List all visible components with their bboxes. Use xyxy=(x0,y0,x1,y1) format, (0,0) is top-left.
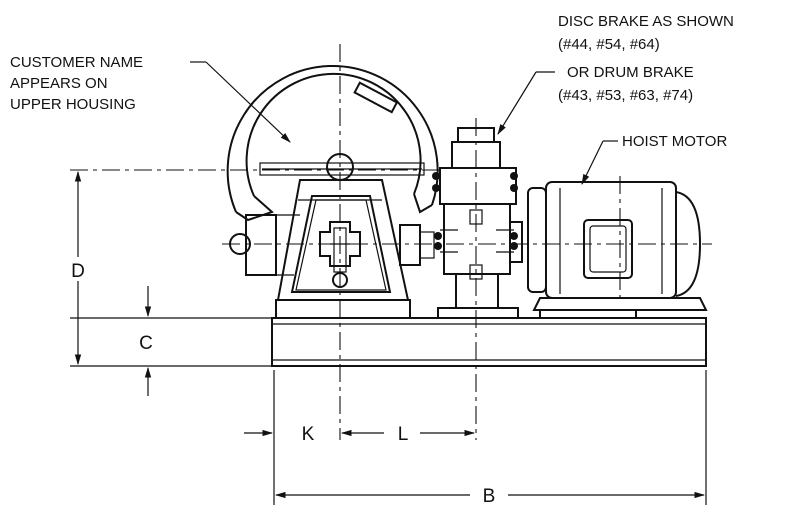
base-frame xyxy=(271,317,707,367)
dimension-d xyxy=(64,170,94,366)
customer-name-callout-line-2: APPEARS ON xyxy=(10,75,108,92)
customer-name-leader xyxy=(190,61,291,143)
brake-callout-line-4: (#43, #53, #63, #74) xyxy=(558,87,693,104)
brake-callout-line-2: (#44, #54, #64) xyxy=(558,36,660,53)
dimension-b-label: B xyxy=(483,486,496,507)
brake-callout-line-3: OR DRUM BRAKE xyxy=(567,64,694,81)
brake-leader xyxy=(497,71,555,135)
extension-lines xyxy=(70,317,707,505)
brake-callout-line-1: DISC BRAKE AS SHOWN xyxy=(558,13,734,30)
dimension-l-label: L xyxy=(398,424,409,445)
hoist-motor xyxy=(527,181,708,319)
dimension-k-label: K xyxy=(302,424,315,445)
hoist-motor-leader xyxy=(581,140,618,185)
dimension-c-label: C xyxy=(139,333,153,354)
center-lines xyxy=(70,44,712,440)
brake-assembly xyxy=(432,127,523,319)
customer-name-callout-line-1: CUSTOMER NAME xyxy=(10,54,143,71)
dimension-d-label: D xyxy=(71,261,85,282)
lower-housing xyxy=(229,179,435,319)
customer-name-callout-line-3: UPPER HOUSING xyxy=(10,96,136,113)
hoist-motor-callout: HOIST MOTOR xyxy=(622,133,727,150)
